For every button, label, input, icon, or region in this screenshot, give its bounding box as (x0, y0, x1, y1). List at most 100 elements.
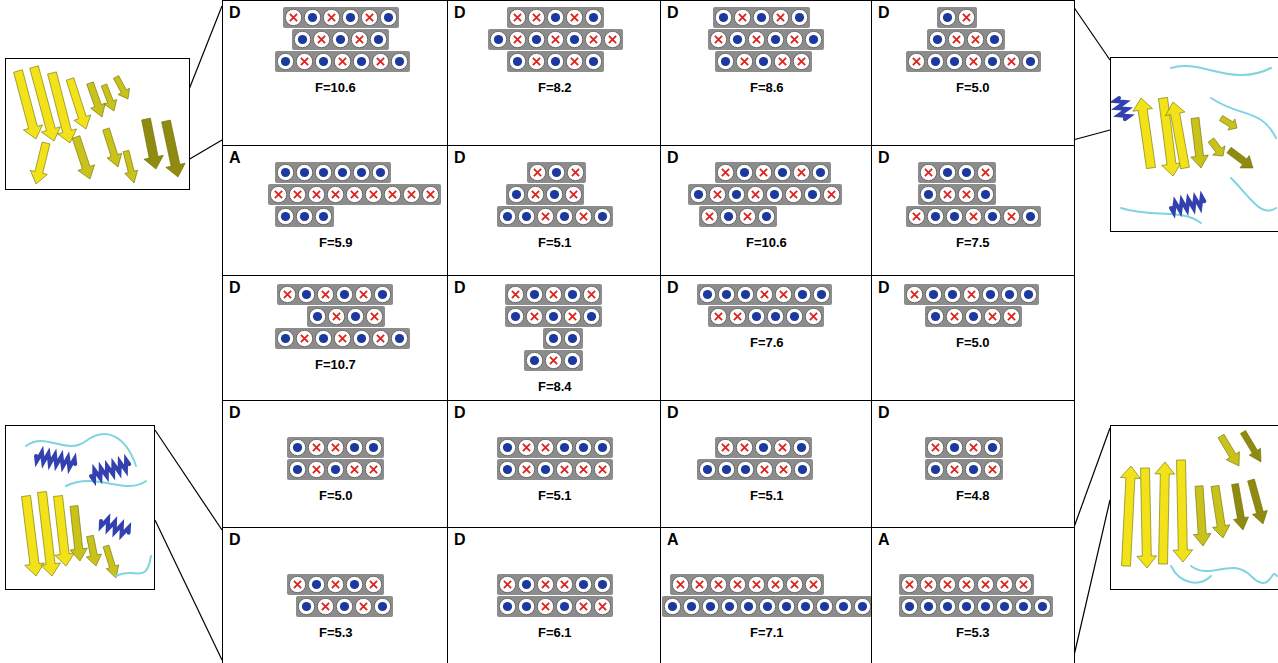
dot-mark (817, 290, 826, 299)
residue (1015, 576, 1031, 592)
cross-mark (360, 291, 367, 298)
residue (528, 31, 544, 47)
dot-mark (552, 168, 561, 177)
residue (317, 598, 333, 614)
residue (1003, 308, 1019, 324)
residue (1020, 286, 1036, 302)
cross-mark (753, 36, 760, 43)
residue (715, 9, 731, 25)
residue (346, 461, 362, 477)
residue (279, 286, 295, 302)
dot-mark (568, 356, 577, 365)
residue (901, 576, 917, 592)
dot-mark (770, 190, 779, 199)
leader-line (155, 520, 222, 660)
dot-mark (757, 13, 766, 22)
cell-letter: D (878, 404, 890, 422)
cross-mark (389, 191, 396, 198)
residue (327, 439, 343, 455)
cross-mark (284, 291, 291, 298)
residue (774, 53, 790, 69)
dot-mark (1005, 290, 1014, 299)
cell-letter: D (454, 4, 466, 22)
residue (518, 439, 534, 455)
strand-bar (662, 596, 872, 617)
dot-mark (331, 465, 340, 474)
residue (709, 186, 725, 202)
residue (791, 9, 807, 25)
free-energy-cell: DF=10.6 (660, 145, 873, 277)
cross-mark (301, 335, 308, 342)
cross-mark (1008, 213, 1015, 220)
residue (585, 53, 601, 69)
residue-rows (872, 146, 1074, 276)
cell-letter: D (229, 531, 241, 549)
beta-strand (1173, 460, 1193, 562)
residue (336, 598, 352, 614)
cross-mark (571, 14, 578, 21)
dot-mark (568, 290, 577, 299)
strand-bar (307, 306, 385, 327)
cell-letter: D (667, 149, 679, 167)
cell-letter: D (454, 279, 466, 297)
cross-mark (514, 14, 521, 21)
residue (690, 186, 706, 202)
free-energy-cell: AF=5.3 (871, 527, 1075, 663)
residue (958, 186, 974, 202)
protein-structure (6, 59, 190, 190)
dot-mark (943, 168, 952, 177)
cross-mark (533, 14, 540, 21)
cross-mark (408, 191, 415, 198)
dot-mark (990, 35, 999, 44)
cross-mark (599, 466, 606, 473)
residue (575, 439, 591, 455)
free-energy-value: F=8.2 (538, 80, 572, 95)
dot-mark (988, 212, 997, 221)
residue (736, 53, 752, 69)
free-energy-cell: D F=5.3 (222, 527, 449, 663)
cell-letter: D (878, 4, 890, 22)
residue (965, 439, 981, 455)
dot-mark (522, 212, 531, 221)
residue (984, 439, 1000, 455)
cross-mark (1008, 58, 1015, 65)
cross-mark (791, 36, 798, 43)
cross-mark (550, 357, 557, 364)
residue (927, 53, 943, 69)
strand-bar (505, 284, 602, 305)
strand-bar (899, 574, 1034, 595)
dot-mark (722, 290, 731, 299)
dot-mark (988, 57, 997, 66)
free-energy-value: F=5.3 (319, 625, 353, 640)
residue (812, 164, 828, 180)
residue (374, 598, 390, 614)
residue (1022, 208, 1038, 224)
cross-mark (572, 169, 579, 176)
residue (315, 53, 331, 69)
residue (564, 352, 580, 368)
residue (939, 9, 955, 25)
residue (499, 576, 515, 592)
dot-mark (351, 312, 360, 321)
residue (908, 53, 924, 69)
residue (835, 598, 851, 614)
dot-mark (503, 443, 512, 452)
cross-mark (599, 603, 606, 610)
free-energy-cell: DF=5.0 (871, 275, 1075, 402)
residue (526, 352, 542, 368)
strand-bar (287, 437, 384, 458)
residue (547, 53, 563, 69)
residue (946, 208, 962, 224)
dot-mark (281, 57, 290, 66)
strand-bar (268, 184, 441, 205)
dot-mark (741, 465, 750, 474)
dot-mark (931, 57, 940, 66)
dot-mark (771, 35, 780, 44)
beta-strand (142, 118, 164, 169)
free-energy-cell: DF=7.5 (871, 145, 1075, 277)
cross-mark (963, 191, 970, 198)
residue (332, 31, 348, 47)
residue (315, 208, 331, 224)
residue (967, 31, 983, 47)
residue (958, 164, 974, 180)
